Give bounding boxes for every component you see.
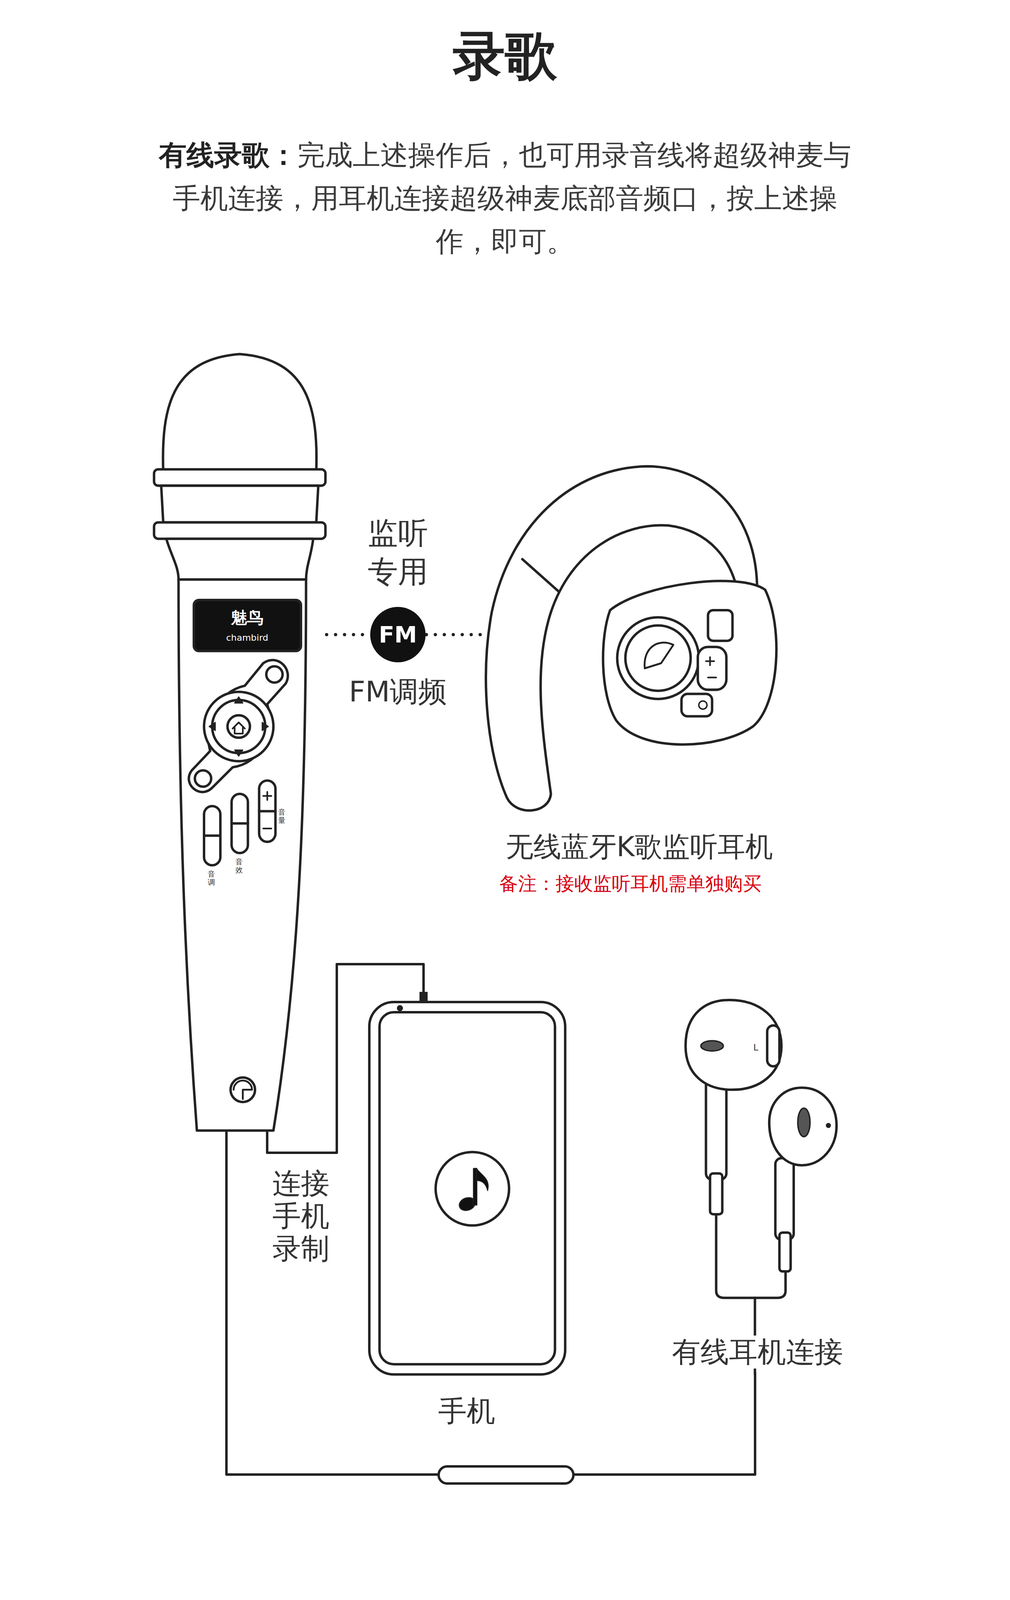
fm-circle: FM: [369, 606, 427, 664]
page-title: 录歌: [452, 21, 558, 92]
headset-drawing-part: [603, 580, 777, 745]
microphone-drawing-part: [153, 469, 326, 486]
phone: 手机: [367, 999, 567, 1430]
fm-circle-fill: [370, 606, 426, 663]
button-label: 音调: [207, 869, 216, 887]
node-subtext: chambird: [226, 632, 269, 643]
headset-drawing-part: [617, 617, 699, 699]
microphone-drawing-part: [193, 599, 301, 651]
microphone-drawing-part: [227, 715, 251, 738]
earphones-drawing-part: [709, 1173, 723, 1215]
earphones-drawing-part: [685, 999, 782, 1090]
earphones-drawing-part: [779, 1232, 791, 1272]
node-text: 手机: [438, 1394, 496, 1428]
microphone-drawing-part: [231, 793, 249, 853]
earphones-drawing-part: [705, 1079, 727, 1180]
node-text: 有线耳机连接: [666, 1335, 849, 1369]
headset-drawing-part: [522, 559, 560, 592]
fm-link: [426, 632, 485, 637]
microphone-drawing-part: [188, 659, 288, 792]
microphone-drawing-part: [204, 834, 221, 837]
microphone-drawing-part: [230, 1077, 255, 1102]
microphone-drawing-part: [266, 666, 283, 683]
button-label: 音量: [278, 808, 286, 825]
microphone-drawing-part: [263, 791, 272, 829]
headset-drawing-part: [697, 646, 727, 690]
cable: [267, 963, 424, 1153]
earphones-drawing: [685, 999, 837, 1375]
headset-drawing-part: [485, 466, 758, 811]
phone-drawing-part: [435, 1151, 510, 1226]
microphone-drawing-part: [232, 722, 245, 734]
microphone-drawing-part: [233, 1080, 253, 1099]
node-text: 魅鸟: [230, 608, 264, 627]
connector-label: 连接手机录制: [272, 1167, 330, 1265]
headset-drawing-part: [705, 656, 716, 678]
microphone-drawing-part: [166, 538, 314, 580]
earphones-drawing-part: [700, 1040, 724, 1051]
microphone-drawing-part: [262, 722, 269, 731]
cable-parts-part: [438, 1466, 574, 1484]
side-mark: L: [753, 1042, 759, 1053]
phone-drawing-part: [397, 1005, 403, 1011]
earphones-drawing-part: [797, 1107, 811, 1137]
headset-drawing-part: [681, 693, 712, 716]
microphone-drawing: [153, 353, 326, 1131]
bluetooth-headset: 无线蓝牙K歌监听耳机: [484, 460, 795, 864]
phone-drawing-part: [476, 1168, 489, 1191]
intro-paragraph: 有线录歌：完成上述操作后，也可用录音线将超级神麦与手机连接，用耳机连接超级神麦底…: [158, 133, 852, 264]
earphones-drawing-part: [716, 1214, 756, 1298]
button-label: 音效: [235, 857, 243, 874]
earphones-drawing-part: [767, 1025, 780, 1067]
headset-drawing-part: [707, 610, 733, 641]
earphones-drawing-part: [755, 1270, 786, 1298]
cable-parts-part: [419, 991, 428, 1001]
phone-drawing-part: [369, 1001, 566, 1375]
earphones-drawing-part: [769, 1087, 837, 1165]
earphones-drawing-part: [775, 1157, 794, 1240]
fm-caption: FM调频: [349, 675, 448, 709]
lead-in: 有线录歌：: [158, 138, 298, 172]
microphone-drawing-part: [194, 770, 211, 787]
microphone-drawing-part: [162, 353, 317, 472]
node-text: FM: [378, 621, 418, 648]
headset-drawing-part: [644, 642, 674, 669]
microphone-drawing-part: [178, 579, 306, 1131]
microphone-drawing-part: [209, 722, 216, 731]
microphone-drawing-part: [204, 691, 274, 761]
microphone-drawing-part: [231, 822, 249, 825]
microphone-drawing-part: [259, 780, 276, 842]
microphone-drawing-part: [204, 805, 221, 866]
purchase-note: 备注：接收监听耳机需单独购买: [499, 872, 762, 895]
microphone-drawing-part: [259, 809, 276, 813]
microphone: 魅鸟 chambird 音调 音效 音量: [155, 351, 327, 1133]
wired-earphones: 有线耳机连接 L: [651, 993, 864, 1373]
microphone-drawing-part: [161, 485, 319, 523]
microphone-drawing-part: [153, 522, 326, 539]
microphone-drawing-part: [234, 696, 243, 703]
headset-drawing-part: [698, 700, 707, 710]
earphones-drawing-part: [826, 1123, 831, 1128]
headset-drawing-part: [625, 625, 691, 691]
phone-drawing: [369, 1001, 566, 1375]
monitor-note: 监听专用: [367, 513, 429, 591]
fm-link: [326, 632, 370, 637]
microphone-drawing-part: [234, 749, 243, 756]
cable-parts: [419, 991, 574, 1484]
cable: [226, 1132, 756, 1475]
phone-drawing-part: [379, 1012, 556, 1364]
node-text: 无线蓝牙K歌监听耳机: [505, 830, 774, 863]
headset-drawing: [485, 466, 777, 811]
microphone-drawing-part: [212, 699, 266, 753]
